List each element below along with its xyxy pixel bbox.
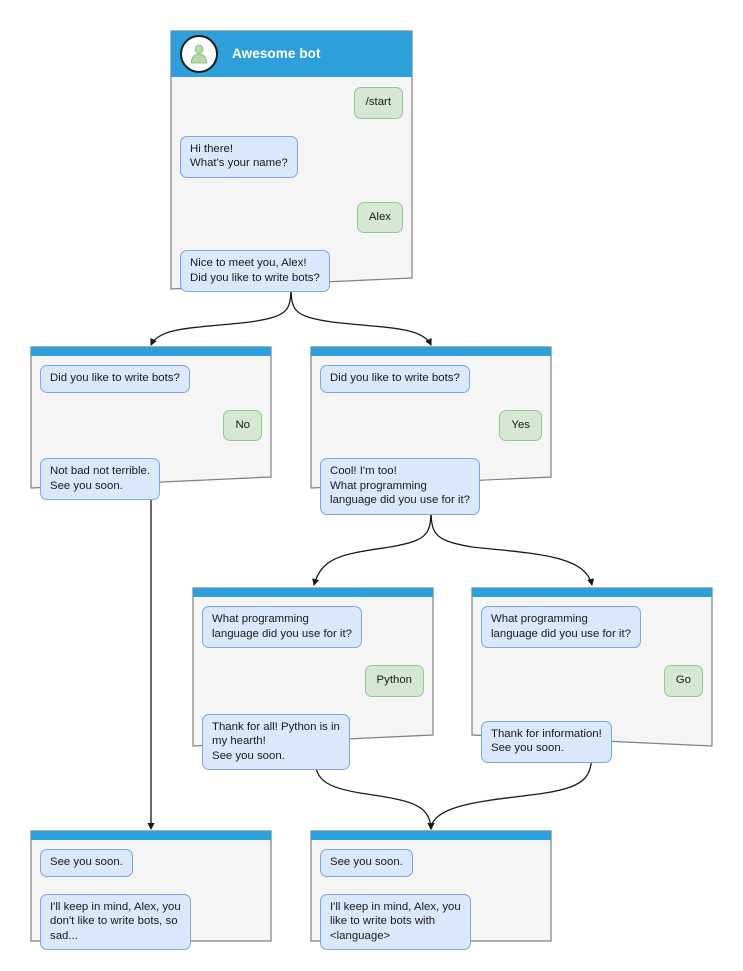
message-row: /start	[180, 87, 403, 119]
chat-body: See you soon. I'll keep in mind, Alex, y…	[30, 839, 272, 950]
yes-branch-card[interactable]: Did you like to write bots? Yes Cool! I'…	[310, 346, 552, 515]
card-header: Awesome bot	[170, 30, 413, 77]
bot-title: Awesome bot	[232, 46, 321, 61]
bot-bubble: See you soon.	[40, 849, 133, 877]
card-content: Did you like to write bots? No Not bad n…	[30, 346, 272, 510]
message-row: Go	[481, 665, 703, 697]
bot-bubble: See you soon.	[320, 849, 413, 877]
message-row: What programming language did you use fo…	[202, 606, 424, 648]
bot-bubble: Did you like to write bots?	[40, 365, 190, 393]
message-row: I'll keep in mind, Alex, you don't like …	[40, 893, 262, 950]
bot-bubble: I'll keep in mind, Alex, you like to wri…	[320, 893, 471, 950]
card-content: Did you like to write bots? Yes Cool! I'…	[310, 346, 552, 525]
bot-bubble: Did you like to write bots?	[320, 365, 470, 393]
card-header	[192, 587, 434, 596]
card-content: See you soon. I'll keep in mind, Alex, y…	[30, 830, 272, 960]
end-sad-card[interactable]: See you soon. I'll keep in mind, Alex, y…	[30, 830, 272, 950]
chat-body: What programming language did you use fo…	[192, 596, 434, 770]
go-branch-card[interactable]: What programming language did you use fo…	[471, 587, 713, 763]
root-card[interactable]: Awesome bot /start Hi there! What's your…	[170, 30, 413, 292]
bot-bubble: What programming language did you use fo…	[481, 606, 641, 648]
card-content: What programming language did you use fo…	[471, 587, 713, 773]
card-header	[30, 830, 272, 839]
message-row: I'll keep in mind, Alex, you like to wri…	[320, 893, 542, 950]
message-row: See you soon.	[40, 849, 262, 877]
user-bubble: /start	[353, 87, 403, 119]
card-header	[310, 830, 552, 839]
bot-bubble: What programming language did you use fo…	[202, 606, 362, 648]
message-row: What programming language did you use fo…	[481, 606, 703, 648]
message-row: Thank for information! See you soon.	[481, 720, 703, 763]
bot-bubble: I'll keep in mind, Alex, you don't like …	[40, 893, 191, 950]
user-bubble: Yes	[499, 409, 542, 441]
person-glyph	[190, 44, 208, 63]
chat-body: What programming language did you use fo…	[471, 596, 713, 763]
chat-body: See you soon. I'll keep in mind, Alex, y…	[310, 839, 552, 950]
bot-bubble: Thank for information! See you soon.	[481, 720, 612, 763]
person-avatar-icon	[180, 34, 218, 73]
message-row: Cool! I'm too! What programming language…	[320, 458, 542, 515]
no-branch-card[interactable]: Did you like to write bots? No Not bad n…	[30, 346, 272, 500]
message-row: Did you like to write bots?	[40, 365, 262, 393]
card-header	[471, 587, 713, 596]
user-bubble: Go	[663, 665, 703, 697]
python-branch-card[interactable]: What programming language did you use fo…	[192, 587, 434, 770]
card-content: See you soon. I'll keep in mind, Alex, y…	[310, 830, 552, 960]
message-row: Nice to meet you, Alex! Did you like to …	[180, 250, 403, 292]
user-bubble: Python	[364, 665, 424, 697]
bot-bubble: Nice to meet you, Alex! Did you like to …	[180, 250, 330, 292]
message-row: Hi there! What's your name?	[180, 135, 403, 178]
message-row: Yes	[320, 409, 542, 441]
card-content: Awesome bot /start Hi there! What's your…	[170, 30, 413, 302]
message-row: No	[40, 409, 262, 441]
message-row: Thank for all! Python is in my hearth! S…	[202, 713, 424, 770]
chat-body: Did you like to write bots? Yes Cool! I'…	[310, 355, 552, 515]
user-bubble: No	[223, 409, 262, 441]
card-header	[310, 346, 552, 355]
message-row: Python	[202, 665, 424, 697]
card-header	[30, 346, 272, 355]
user-bubble: Alex	[356, 201, 403, 233]
message-row: Not bad not terrible. See you soon.	[40, 458, 262, 500]
end-happy-card[interactable]: See you soon. I'll keep in mind, Alex, y…	[310, 830, 552, 950]
chat-body: /start Hi there! What's your name? Alex …	[170, 77, 413, 292]
bot-bubble: Cool! I'm too! What programming language…	[320, 458, 480, 515]
bot-bubble: Hi there! What's your name?	[180, 135, 298, 178]
chat-body: Did you like to write bots? No Not bad n…	[30, 355, 272, 500]
card-content: What programming language did you use fo…	[192, 587, 434, 780]
bot-bubble: Not bad not terrible. See you soon.	[40, 458, 161, 500]
message-row: See you soon.	[320, 849, 542, 877]
message-row: Alex	[180, 201, 403, 233]
bot-bubble: Thank for all! Python is in my hearth! S…	[202, 713, 350, 770]
message-row: Did you like to write bots?	[320, 365, 542, 393]
